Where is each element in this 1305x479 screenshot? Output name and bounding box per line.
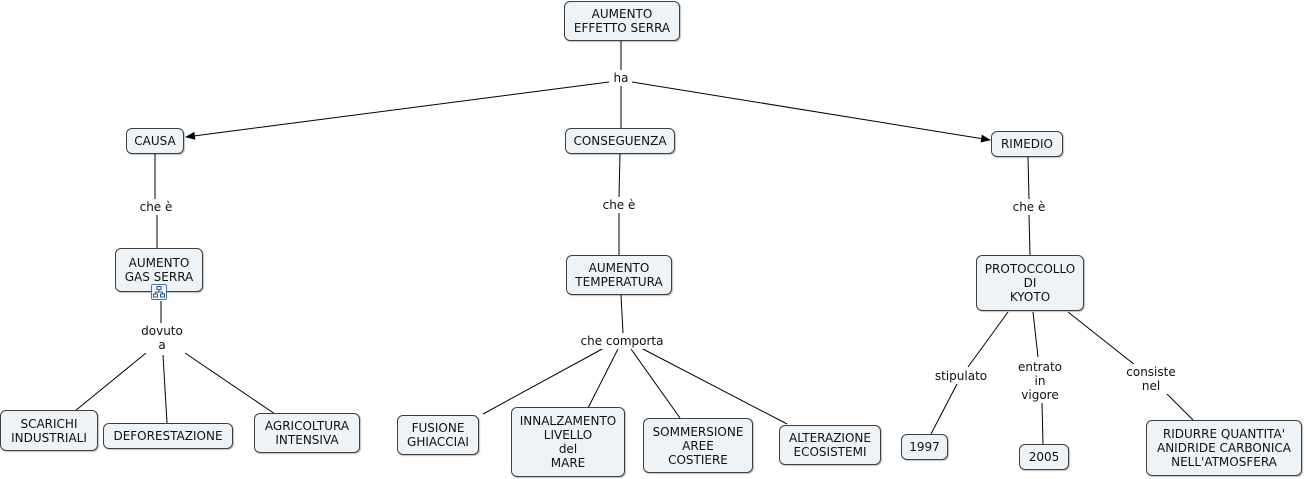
- line-rim-label: [1027, 156, 1030, 200]
- line-temp-comporta: [620, 294, 624, 334]
- concept-map-icon[interactable]: [151, 284, 167, 300]
- link-label-ha[interactable]: ha: [611, 70, 631, 86]
- node-aumento-effetto-serra[interactable]: AUMENTO EFFETTO SERRA: [564, 1, 680, 41]
- link-label-dovuto-a[interactable]: dovuto a: [139, 323, 185, 353]
- node-scarichi-industriali[interactable]: SCARICHI INDUSTRIALI: [0, 410, 98, 451]
- line-kyoto-stipulato: [967, 311, 1009, 368]
- node-2005[interactable]: 2005: [1019, 444, 1069, 470]
- line-entrato-2005: [1041, 402, 1044, 446]
- node-aumento-temperatura[interactable]: AUMENTO TEMPERATURA: [566, 255, 672, 295]
- node-ridurre-anidride-carbonica[interactable]: RIDURRE QUANTITA' ANIDRIDE CARBONICA NEL…: [1146, 420, 1302, 476]
- link-label-entrato-in-vigore[interactable]: entrato in vigore: [1015, 359, 1065, 403]
- line-kyoto-consiste: [1067, 311, 1136, 366]
- line-ha-rimedio: [631, 81, 991, 143]
- line-cons-label: [618, 153, 621, 198]
- concept-map-glyph: [153, 286, 165, 298]
- node-rimedio[interactable]: RIMEDIO: [991, 131, 1063, 157]
- node-1997[interactable]: 1997: [901, 434, 948, 460]
- line-comporta-alter: [640, 347, 788, 425]
- link-label-che-e-rimedio[interactable]: che è: [1010, 199, 1048, 215]
- node-fusione-ghiacciai[interactable]: FUSIONE GHIACCIAI: [397, 415, 479, 455]
- line-label-kyoto: [1028, 214, 1031, 256]
- line-kyoto-entrato: [1032, 311, 1039, 358]
- link-label-consiste-nel[interactable]: consiste nel: [1124, 364, 1178, 394]
- line-dovuto-scarichi: [74, 352, 147, 412]
- node-innalzamento-livello-mare[interactable]: INNALZAMENTO LIVELLO del MARE: [511, 407, 625, 477]
- line-consiste-ridurre: [1164, 391, 1194, 421]
- link-label-che-comporta[interactable]: che comporta: [578, 333, 666, 349]
- line-dovuto-agri: [184, 352, 276, 415]
- node-protoccollo-di-kyoto[interactable]: PROTOCCOLLO DI KYOTO: [976, 255, 1084, 311]
- node-aumento-gas-serra[interactable]: AUMENTO GAS SERRA: [115, 248, 203, 292]
- line-ha-causa: [185, 81, 610, 140]
- node-alterazione-ecosistemi[interactable]: ALTERAZIONE ECOSISTEMI: [779, 425, 881, 465]
- line-stipulato-1997: [930, 383, 958, 435]
- line-dovuto-defor: [162, 354, 168, 424]
- node-conseguenza[interactable]: CONSEGUENZA: [565, 128, 675, 154]
- node-causa[interactable]: CAUSA: [126, 128, 184, 154]
- link-label-stipulato[interactable]: stipulato: [932, 368, 990, 384]
- link-label-che-e-causa[interactable]: che è: [137, 199, 175, 215]
- node-deforestazione[interactable]: DEFORESTAZIONE: [103, 423, 233, 449]
- line-comporta-innalz: [587, 348, 619, 409]
- node-sommersione-aree-costiere[interactable]: SOMMERSIONE AREE COSTIERE: [643, 418, 753, 473]
- link-label-che-e-conseguenza[interactable]: che è: [600, 197, 638, 213]
- line-comporta-fusione: [482, 347, 605, 415]
- line-comporta-sommer: [630, 348, 681, 419]
- node-agricoltura-intensiva[interactable]: AGRICOLTURA INTENSIVA: [254, 413, 360, 453]
